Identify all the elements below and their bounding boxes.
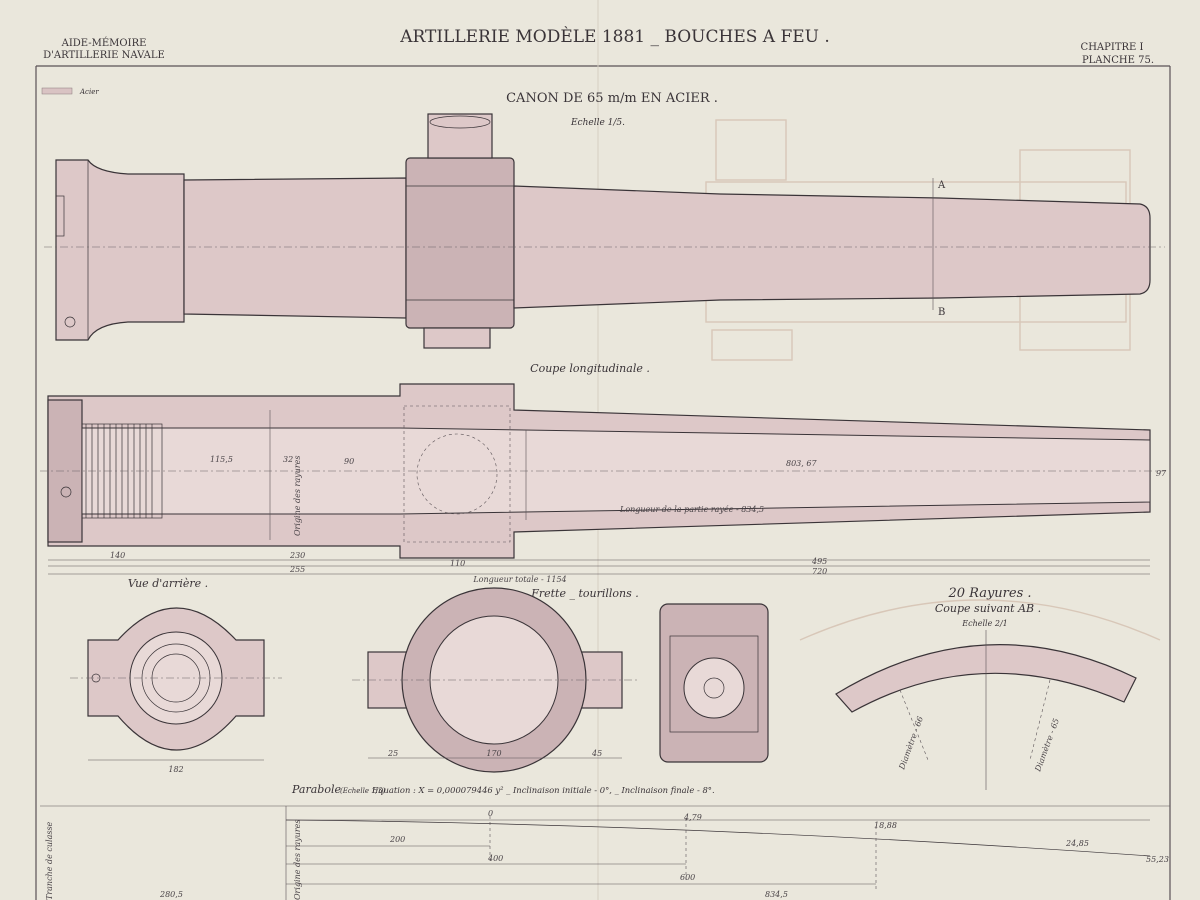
section-mark-b: B	[938, 307, 945, 318]
tranche-label: Tranche de culasse	[45, 821, 54, 900]
legend-swatch	[41, 87, 73, 95]
dim-45: 45	[591, 749, 602, 758]
rayures-scale: Echelle 2/1	[961, 619, 1007, 628]
parabola-diagram	[40, 805, 1170, 900]
parab-dim-280-5: 280,5	[159, 890, 183, 899]
canon-exterior: A B	[44, 113, 1165, 349]
parab-dim-600: 600	[680, 873, 695, 882]
section-mark-a: A	[937, 180, 946, 191]
coupe-title: Coupe longitudinale .	[530, 362, 650, 375]
dim-110: 110	[450, 559, 465, 568]
parab-mark-0: 0	[488, 809, 493, 818]
trunnion-hoop-views	[352, 587, 769, 773]
header-right-line1: CHAPITRE I	[1081, 42, 1144, 53]
canon-title: CANON DE 65 m/m EN ACIER .	[506, 91, 718, 106]
parabole-scale: (Echelle 1/5)	[340, 787, 386, 795]
parab-mark-18-88: 18,88	[874, 821, 897, 830]
legend-label: Acier	[79, 88, 99, 96]
parab-mark-24-85: 24,85	[1065, 839, 1089, 848]
section-dimensions	[48, 559, 1150, 575]
header-right-line2: PLANCHE 75.	[1082, 55, 1154, 66]
dim-803-67: 803, 67	[786, 459, 817, 468]
longitudinal-section	[40, 383, 1165, 559]
parab-mark-4-79: 4,79	[683, 813, 702, 822]
dim-32: 32	[283, 455, 293, 464]
rayures-diam1: Diamètre - 66	[897, 715, 925, 771]
plate-title: ARTILLERIE MODÈLE 1881 _ BOUCHES A FEU .	[399, 26, 830, 47]
origine-label: Origine des rayures	[293, 820, 302, 900]
header-left-line1: AIDE-MÉMOIRE	[61, 37, 147, 49]
canon-scale: Echelle 1/5.	[570, 118, 625, 128]
dim-230: 230	[289, 551, 305, 560]
vue-arriere-title: Vue d'arrière .	[128, 577, 208, 590]
parabole-equation: Equation : X = 0,000079446 y² _ Inclinai…	[371, 785, 715, 796]
dim-720: 720	[812, 567, 827, 576]
origine-rayures-label: Origine des rayures	[293, 456, 302, 536]
rear-view	[70, 607, 282, 761]
parabole-label: Parabole	[291, 783, 341, 796]
parab-mark-55-23: 55,23	[1146, 855, 1169, 864]
dim-495: 495	[811, 557, 827, 566]
frette-title: Frette _ tourillons .	[530, 587, 639, 600]
rayures-subtitle: Coupe suivant AB .	[935, 602, 1041, 615]
parab-dim-834-5: 834,5	[765, 890, 788, 899]
dim-255: 255	[289, 565, 305, 574]
dim-25: 25	[387, 749, 398, 758]
rifling-section	[799, 599, 1161, 790]
dim-182: 182	[168, 765, 183, 774]
rayures-diam2: Diamètre - 65	[1033, 717, 1061, 773]
header-left-line2: D'ARTILLERIE NAVALE	[43, 50, 165, 61]
rayures-title: 20 Rayures .	[947, 586, 1031, 601]
dim-115-5: 115,5	[210, 455, 233, 464]
total-length: Longueur totale - 1154	[472, 575, 566, 584]
parab-dim-200: 200	[389, 835, 405, 844]
parab-dim-400: 400	[487, 854, 503, 863]
dim-97: 97	[1156, 469, 1167, 478]
rayures-length: Longueur de la partie rayée - 834,5	[619, 505, 764, 514]
dim-90: 90	[344, 457, 354, 466]
dim-170: 170	[486, 749, 501, 758]
dim-140: 140	[110, 551, 125, 560]
